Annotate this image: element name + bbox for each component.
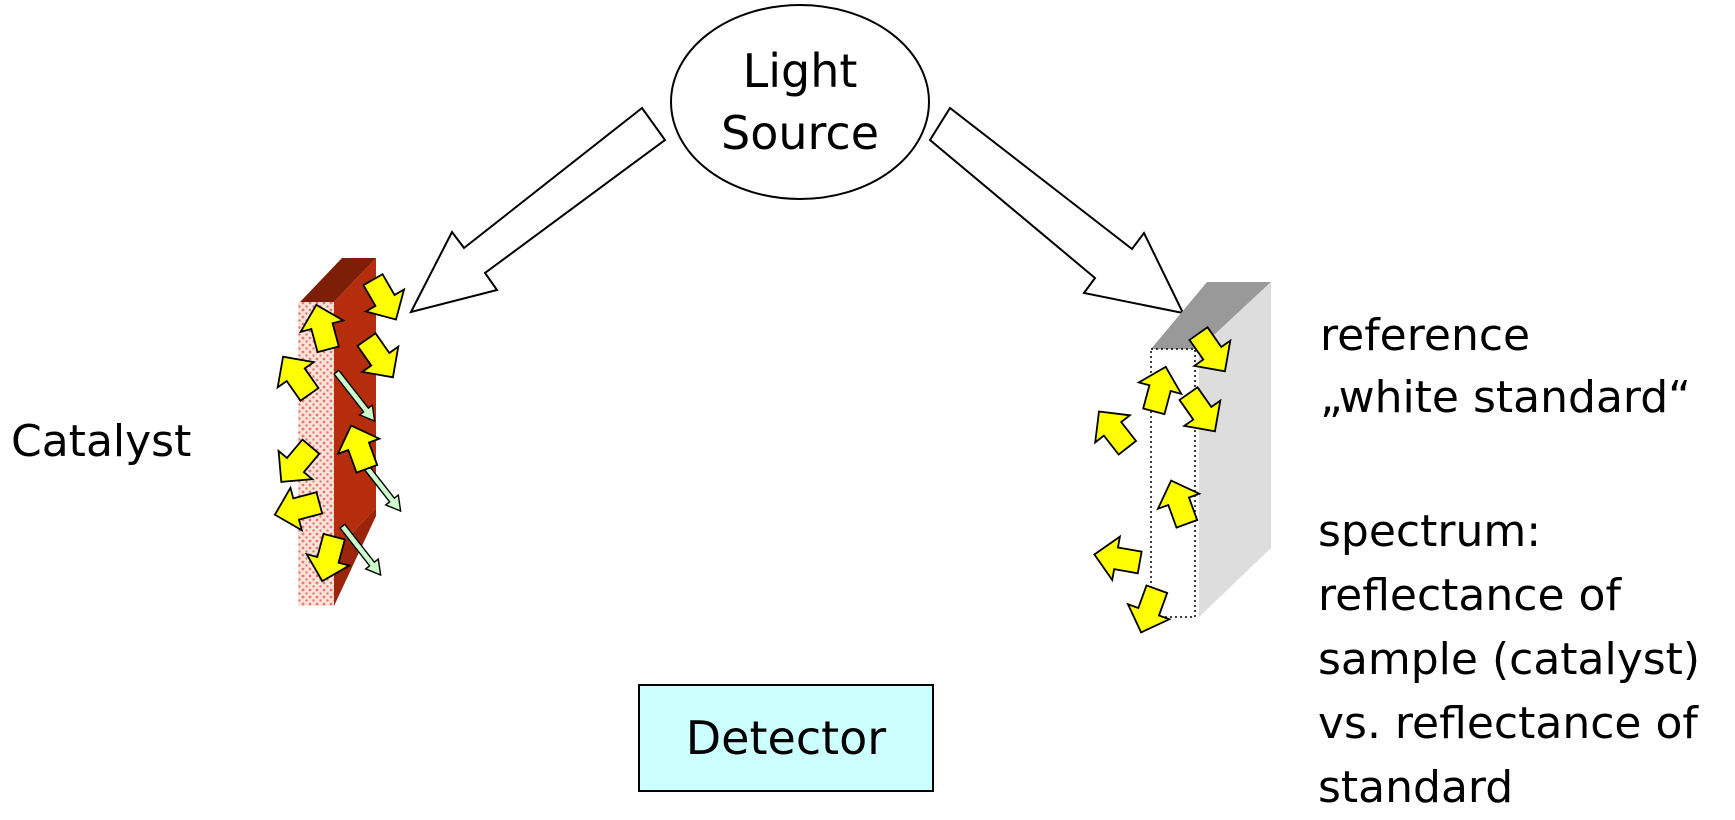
incident-light-right-arrow (928, 106, 1185, 315)
transmitted-light-arrow (339, 523, 382, 577)
catalyst-side-face (334, 258, 376, 552)
spectrum-line5: standard (1318, 762, 1514, 813)
reflected-light-arrow (1080, 397, 1146, 463)
transmitted-light-arrow (333, 369, 376, 423)
reference-label: reference „white standard“ (1320, 305, 1691, 429)
detector-box: Detector (638, 684, 934, 792)
reflected-light-arrow (1089, 531, 1145, 586)
standard-top-face (1151, 282, 1271, 349)
spectrum-line2: reflectance of (1318, 570, 1621, 621)
light-source-label-line2: Source (721, 106, 879, 160)
catalyst-top-face (300, 258, 376, 302)
light-source-ellipse (670, 4, 930, 200)
incident-light-left-arrow (409, 106, 667, 314)
spectrum-line1: spectrum: (1318, 506, 1542, 557)
reference-label-line1: reference (1320, 310, 1531, 361)
light-source-label: Light Source (668, 40, 932, 164)
detector-label: Detector (685, 711, 887, 765)
spectrum-description: spectrum: reflectance of sample (catalys… (1318, 500, 1700, 820)
spectrum-line4: vs. reflectance of (1318, 698, 1698, 749)
catalyst-label: Catalyst (11, 416, 192, 467)
diagram-canvas (263, 4, 1271, 641)
reference-label-line2: „white standard“ (1320, 372, 1691, 423)
spectrum-line3: sample (catalyst) (1318, 634, 1701, 685)
light-source-label-line1: Light (742, 44, 858, 98)
